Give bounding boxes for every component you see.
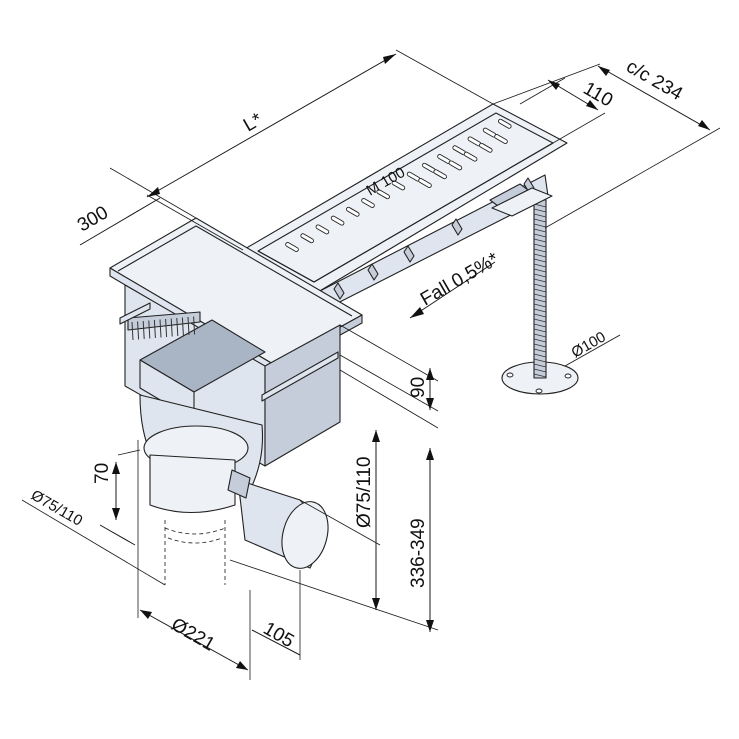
grate-slot — [391, 180, 406, 191]
grate-slot — [300, 233, 314, 244]
dim-pipe-diameter-left: Ø75/110 — [28, 487, 85, 530]
grate-slot — [498, 118, 512, 129]
grate-slot — [376, 189, 390, 200]
grate-slot — [418, 178, 432, 188]
grate-slot — [433, 169, 447, 180]
grate-slot — [448, 160, 463, 171]
dimension-lines — [21, 49, 721, 680]
grate-slot — [463, 151, 478, 162]
dim-grate-width: 110 — [580, 78, 617, 111]
grate-slots — [285, 118, 512, 252]
rod-threads — [533, 203, 547, 378]
dim-body-diameter: Ø221 — [168, 614, 219, 655]
dim-height-90: 90 — [408, 377, 429, 398]
drain-cylinder-body — [149, 454, 236, 514]
dim-foot-diameter: Ø100 — [569, 328, 609, 361]
support-leg — [491, 187, 579, 395]
dim-offset-105: 105 — [260, 618, 298, 652]
outlet-pipe — [227, 469, 329, 569]
outlet-box — [109, 217, 363, 467]
grate-slot — [330, 215, 345, 226]
dimension-arrows — [112, 54, 710, 670]
grate-slot — [315, 224, 330, 235]
grate-slot — [361, 198, 375, 208]
grate-slot — [285, 242, 299, 252]
odour-trap-comb — [127, 311, 201, 341]
pipe-end — [281, 501, 329, 569]
grate-slot — [494, 134, 508, 144]
dim-total-height: 336-349 — [408, 518, 429, 588]
grate-slot — [479, 142, 493, 153]
dim-fall: Fall 0,5%* — [417, 249, 503, 311]
dim-pipe-diameter-right: Ø75/110 — [354, 457, 375, 528]
dim-offset-70: 70 — [92, 463, 113, 484]
outlet-box-right-wall — [264, 324, 341, 467]
dim-outlet-width: 300 — [74, 202, 112, 236]
grate-slot — [346, 206, 360, 217]
leg-bracket — [491, 187, 553, 217]
dim-length: L* — [240, 109, 267, 136]
